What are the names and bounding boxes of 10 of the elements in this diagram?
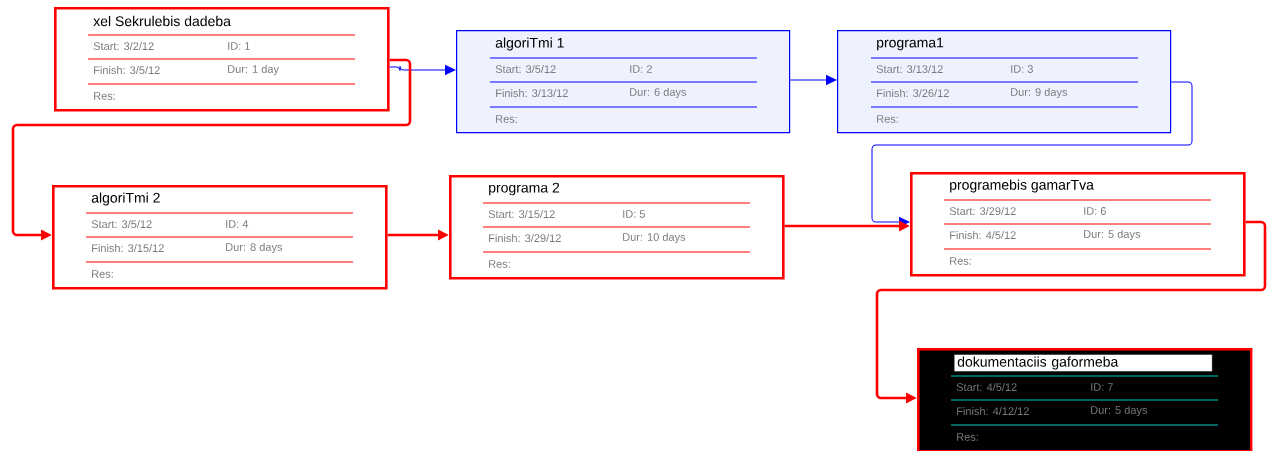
arrow: [871, 81, 1193, 227]
task-box: algoriTmi 1 Start: 3/5/12 ID: 2 Finish: 3/13/12 Dur: 6 days Res:: [456, 30, 791, 134]
task-box: programa1 Start: 3/13/12 ID: 3 Finish: 3/26/12 Dur: 9 days Res:: [837, 30, 1172, 134]
task-box: programebis gamarTva Start: 3/29/12 ID: 6 Finish: 4/5/12 Dur: 5 days Res:: [910, 172, 1246, 277]
task-box: xel Sekrulebis dadeba Start: 3/2/12 ID: 1 Finish: 3/5/12 Dur: 1 day Res:: [54, 7, 390, 112]
arrow: [789, 75, 837, 85]
arrow: [389, 65, 456, 75]
task-box: dokumentaciis gaformeba Start: 4/5/12 ID: 7 Finish: 4/12/12 Dur: 5 days Res:: [917, 348, 1253, 451]
task-box: programa 2 Start: 3/15/12 ID: 5 Finish: 3/29/12 Dur: 10 days Res:: [449, 175, 785, 280]
task-box: algoriTmi 2 Start: 3/5/12 ID: 4 Finish: 3/15/12 Dur: 8 days Res:: [52, 185, 388, 290]
